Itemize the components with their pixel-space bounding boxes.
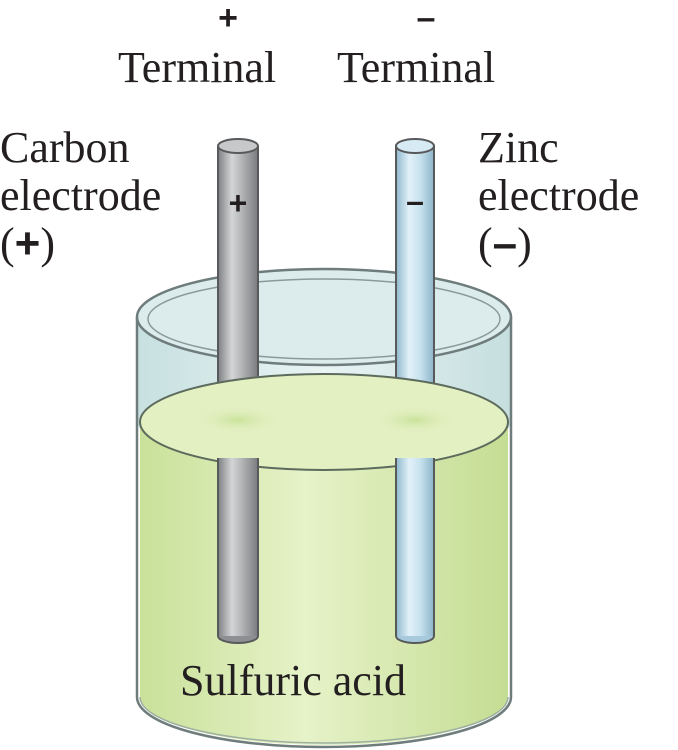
beaker-rim-inner — [147, 278, 501, 360]
zinc-electrode-label-line1: Zinc — [478, 123, 559, 172]
carbon-electrode-label-line1: Carbon — [0, 123, 130, 172]
carbon-rod-upper — [218, 146, 258, 422]
carbon-electrode-label-line2: electrode — [0, 171, 162, 220]
zinc-electrode-label-line2: electrode — [478, 171, 640, 220]
zinc-electrode-polarity: (–) — [478, 219, 532, 268]
carbon-rod-lower — [218, 458, 258, 636]
sulfuric-acid-label: Sulfuric acid — [180, 656, 407, 705]
carbon-rod-sign: + — [228, 185, 248, 221]
zinc-rod-lower — [396, 458, 434, 636]
beaker-outline — [135, 317, 513, 749]
positive-terminal-sign: + — [218, 0, 238, 37]
zinc-rod-upper — [396, 146, 434, 422]
zinc-rod-top — [395, 138, 435, 154]
negative-terminal-label: Terminal — [337, 43, 496, 92]
acid-surface — [139, 373, 509, 471]
positive-terminal-label: Terminal — [118, 43, 277, 92]
zinc-rod-sign: – — [406, 183, 424, 219]
carbon-rod-top — [217, 138, 259, 154]
carbon-electrode-polarity: (+) — [0, 219, 56, 268]
beaker-rim — [135, 267, 513, 367]
negative-terminal-sign: – — [416, 0, 436, 37]
